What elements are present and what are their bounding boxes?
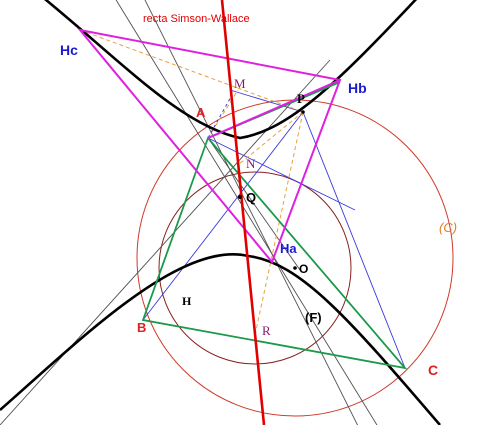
triangle-Hc-Hb-Ha xyxy=(77,28,342,264)
label-R: R xyxy=(262,323,271,338)
label-M: M xyxy=(234,76,246,91)
hyperbola xyxy=(0,0,441,426)
point-marker-O xyxy=(293,266,297,270)
point-markers xyxy=(238,110,305,270)
label-conic-F: (F) xyxy=(305,310,322,325)
label-Hc: Hc xyxy=(60,42,78,58)
label-N: N xyxy=(246,156,256,171)
dashed-blue xyxy=(207,94,233,139)
label-Q: Q xyxy=(246,190,256,205)
label-O: O xyxy=(299,262,308,276)
label-A: A xyxy=(196,105,206,120)
point-marker-P xyxy=(301,110,305,114)
label-B: B xyxy=(137,320,146,335)
label-Hb: Hb xyxy=(348,80,367,96)
title-label: recta Simson-Wallace xyxy=(143,13,250,25)
point-marker-Q xyxy=(238,195,242,199)
small-circle xyxy=(158,171,352,365)
gray-lines xyxy=(0,0,381,430)
label-P: P xyxy=(297,91,305,106)
label-circle-C: (C) xyxy=(439,220,457,235)
label-C: C xyxy=(428,362,438,378)
label-Ha: Ha xyxy=(280,241,297,256)
simson-wallace-line xyxy=(220,0,266,426)
label-H: H xyxy=(182,294,192,308)
